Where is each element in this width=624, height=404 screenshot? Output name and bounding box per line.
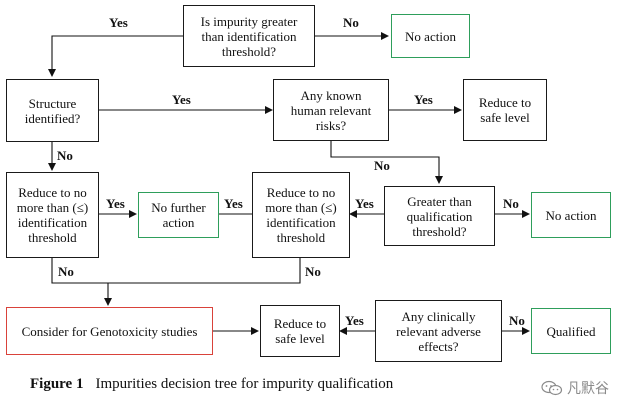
no-label-risks: No (374, 158, 390, 173)
known-risks-decision: Any known human relevant risks? (273, 79, 389, 141)
figure-caption: Figure 1 Impurities decision tree for imp… (30, 376, 393, 393)
yes-label-impurity: Yes (109, 15, 128, 30)
adverse-effects-decision: Any clinically relevant adverse effects? (375, 300, 502, 362)
watermark: 凡默谷 (541, 378, 609, 398)
yes-label-structure: Yes (172, 92, 191, 107)
no-action-right-box: No action (531, 192, 611, 238)
reduce-safe-level-bottom-box: Reduce to safe level (260, 305, 340, 357)
reduce-identification-middle-box: Reduce to no more than (≤) identificatio… (252, 172, 350, 258)
yes-label-reduce-middle: Yes (224, 196, 243, 211)
impurity-threshold-decision: Is impurity greater than identification … (183, 5, 315, 67)
yes-label-adverse: Yes (345, 313, 364, 328)
edge-reduce-left-down (51, 258, 301, 284)
no-further-action-box: No further action (138, 192, 219, 238)
figure-caption-text: Impurities decision tree for impurity qu… (95, 376, 394, 392)
no-label-structure: No (57, 148, 73, 163)
genotoxicity-studies-box: Consider for Genotoxicity studies (6, 307, 213, 355)
no-label-adverse: No (509, 313, 525, 328)
figure-number: Figure 1 (30, 376, 84, 392)
qualification-threshold-decision: Greater than qualification threshold? (384, 186, 495, 246)
watermark-text: 凡默谷 (567, 381, 609, 397)
yes-label-qualification: Yes (355, 196, 374, 211)
yes-label-reduce-left: Yes (106, 196, 125, 211)
structure-identified-decision: Structure identified? (6, 79, 99, 142)
reduce-safe-level-top-box: Reduce to safe level (463, 79, 547, 141)
no-label-qualification: No (503, 196, 519, 211)
no-action-top-box: No action (391, 14, 470, 58)
edge-risks-to-qualification (330, 141, 443, 184)
qualified-box: Qualified (531, 308, 611, 354)
no-label-impurity: No (343, 15, 359, 30)
no-label-reduce-left: No (58, 264, 74, 279)
wechat-icon (541, 380, 563, 396)
reduce-identification-left-box: Reduce to no more than (≤) identificatio… (6, 172, 99, 258)
edge-impurity-to-structure (48, 35, 183, 77)
no-label-reduce-middle: No (305, 264, 321, 279)
yes-label-risks: Yes (414, 92, 433, 107)
